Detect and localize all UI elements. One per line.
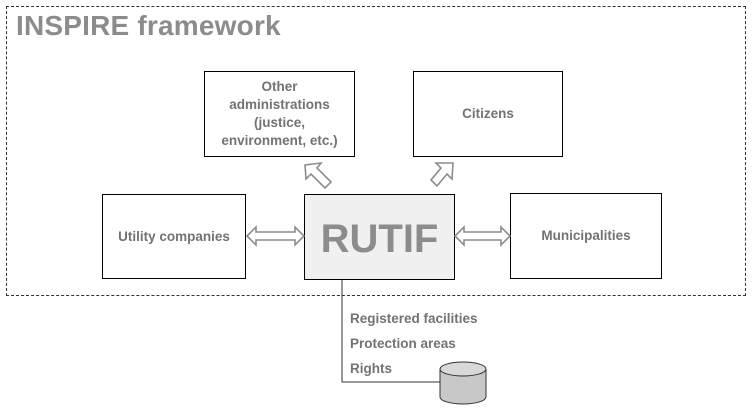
inspire-framework-boundary [6,6,746,296]
municipalities-label: Municipalities [541,228,631,243]
database-item-protection-areas: Protection areas [350,336,456,351]
rutif-database-connector [341,280,440,383]
database-item-rights: Rights [350,361,392,376]
citizens-label: Citizens [462,106,514,121]
rutif-to-other-admin-arrow [304,161,333,190]
citizens-node: Citizens [413,71,563,157]
database-item-registered-facilities: Registered facilities [350,311,478,326]
utility-rutif-double-arrow [245,225,306,247]
other-administrations-node: Other administrations (justice, environm… [204,71,355,157]
rutif-label: RUTIF [320,217,439,261]
municipalities-node: Municipalities [510,193,662,279]
utility-companies-label: Utility companies [118,228,230,244]
utility-companies-node: Utility companies [102,194,246,279]
rutif-municipalities-double-arrow [453,225,512,247]
framework-title: INSPIRE framework [16,10,281,41]
other-administrations-label: Other administrations (justice, environm… [221,79,338,148]
database-cylinder-icon [439,361,487,405]
rutif-node: RUTIF [304,194,455,280]
rutif-to-citizens-arrow [429,162,454,188]
